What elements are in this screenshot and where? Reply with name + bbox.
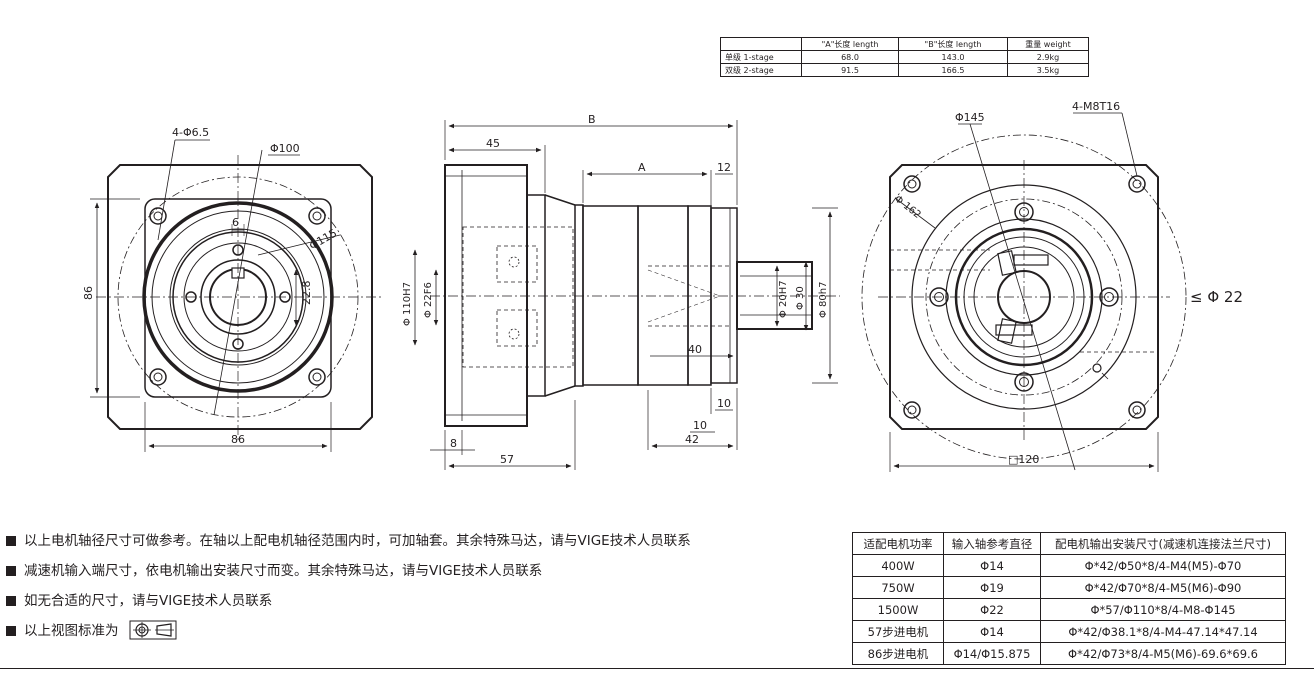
dim-phi30: Φ 30	[795, 286, 806, 310]
table-row: 86步进电机 Φ14/Φ15.875 Φ*42/Φ73*8/4-M5(M6)-6…	[852, 642, 1286, 665]
rear-square-label: □120	[1008, 453, 1039, 466]
rear-shaft-label: ≤ Φ 22	[1190, 288, 1243, 306]
rear-phi162: Φ 162	[892, 194, 923, 221]
bullet-icon	[6, 626, 16, 636]
table-row: 单级 1-stage 68.0 143.0 2.9kg	[720, 50, 1089, 64]
dim-57: 57	[500, 453, 514, 466]
dim-42: 42	[685, 433, 699, 446]
notes-list: 以上电机轴径尺寸可做参考。在轴以上配电机轴径范围内时，可加轴套。其余特殊马达，请…	[6, 530, 691, 650]
dim-phi110: Φ 110H7	[402, 282, 413, 326]
dim-phi22: Φ 22F6	[423, 282, 434, 318]
dim-10a: 10	[717, 397, 731, 410]
projection-symbol-icon	[129, 620, 176, 640]
table-row: 400W Φ14 Φ*42/Φ50*8/4-M4(M5)-Φ70	[852, 554, 1286, 577]
dim-phi20: Φ 20H7	[778, 280, 789, 318]
front-outer-label: Φ115	[307, 227, 339, 253]
dim-8: 8	[450, 437, 457, 450]
table-row: 1500W Φ22 Φ*57/Φ110*8/4-M8-Φ145	[852, 598, 1286, 621]
bullet-icon	[6, 536, 16, 546]
front-keyway-label: 22.8	[300, 281, 313, 306]
front-width-label: 86	[231, 433, 245, 446]
bottom-divider	[0, 668, 1314, 669]
dim-12: 12	[717, 161, 731, 174]
technical-drawing: 4-Φ6.5 Φ100 6 86 86 22.8 Φ115	[82, 100, 1243, 472]
motor-table: 适配电机功率 输入轴参考直径 配电机输出安装尺寸(减速机连接法兰尺寸) 400W…	[852, 532, 1286, 665]
bullet-icon	[6, 596, 16, 606]
rear-phi145: Φ145	[955, 111, 985, 124]
front-hole-label: 4-Φ6.5	[172, 126, 209, 139]
rear-view	[861, 112, 1187, 472]
front-height-label: 86	[82, 286, 95, 300]
bullet-icon	[6, 566, 16, 576]
note-item: 以上视图标准为	[6, 620, 691, 650]
table-row: 57步进电机 Φ14 Φ*42/Φ38.1*8/4-M4-47.14*47.14	[852, 620, 1286, 643]
table-row: 双级 2-stage 91.5 166.5 3.5kg	[720, 63, 1089, 77]
table-row: 适配电机功率 输入轴参考直径 配电机输出安装尺寸(减速机连接法兰尺寸)	[852, 532, 1286, 555]
front-pcd-label: Φ100	[270, 142, 300, 155]
note-item: 如无合适的尺寸，请与VIGE技术人员联系	[6, 590, 691, 620]
dim-45: 45	[486, 137, 500, 150]
dim-phi80: Φ 80h7	[818, 282, 829, 318]
dim-B: B	[588, 113, 596, 126]
rear-tap-label: 4-M8T16	[1072, 100, 1120, 113]
spec-table: "A"长度 length "B"长度 length 重量 weight 单级 1…	[720, 37, 1089, 77]
table-row: "A"长度 length "B"长度 length 重量 weight	[720, 37, 1089, 51]
dim-40: 40	[688, 343, 702, 356]
front-view	[90, 139, 384, 452]
front-slot-label: 6	[232, 216, 239, 229]
note-item: 减速机输入端尺寸，依电机输出安装尺寸而变。其余特殊马达，请与VIGE技术人员联系	[6, 560, 691, 590]
note-item: 以上电机轴径尺寸可做参考。在轴以上配电机轴径范围内时，可加轴套。其余特殊马达，请…	[6, 530, 691, 560]
dim-A: A	[638, 161, 646, 174]
side-view	[412, 120, 840, 470]
dim-10b: 10	[693, 419, 707, 432]
table-row: 750W Φ19 Φ*42/Φ70*8/4-M5(M6)-Φ90	[852, 576, 1286, 599]
